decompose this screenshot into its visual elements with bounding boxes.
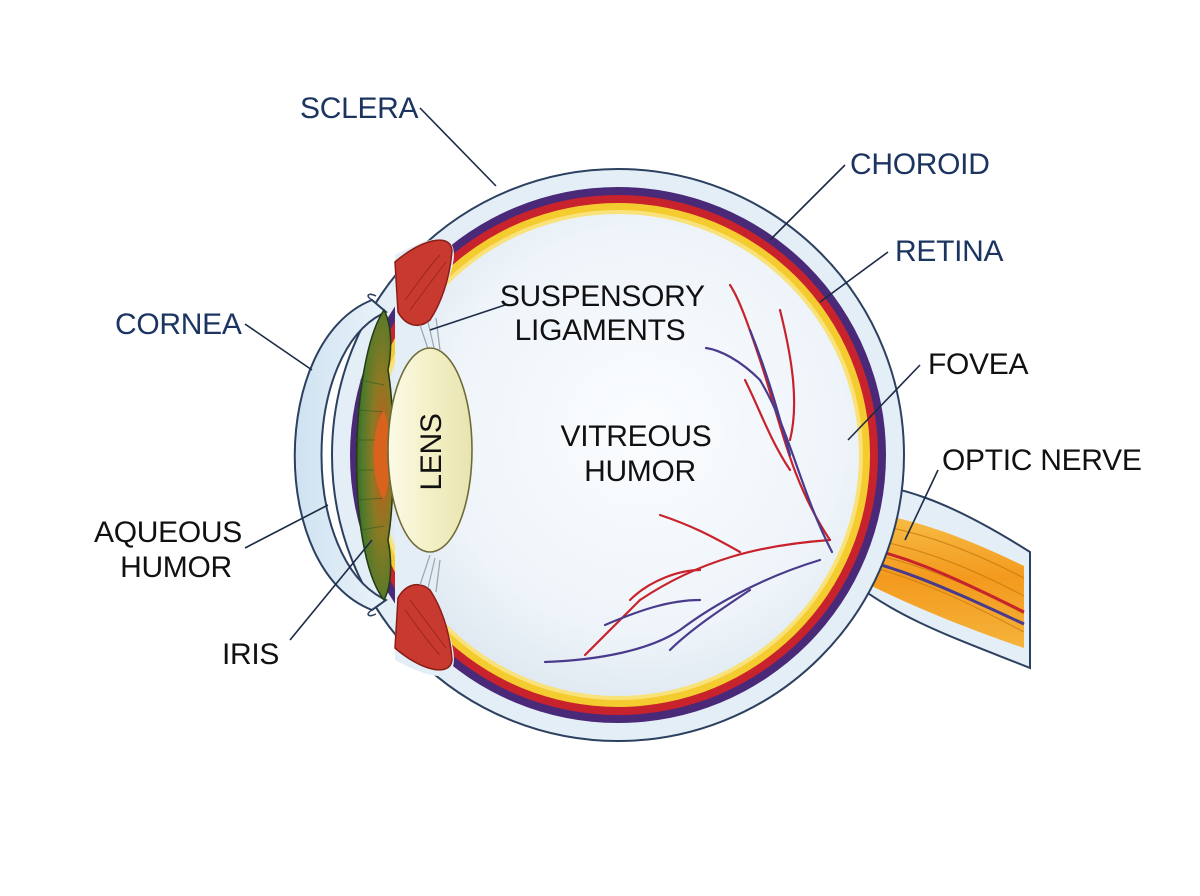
- iris-leader: [289, 539, 373, 641]
- labels: SCLERA CHOROID RETINA CORNEA SUSPENSORY …: [94, 92, 1142, 671]
- aqueous-humor-line-1: AQUEOUS: [94, 516, 242, 549]
- aqueous-humor-label: AQUEOUS HUMOR: [94, 516, 250, 584]
- lens-label: LENS: [415, 413, 448, 490]
- cornea: [293, 293, 388, 617]
- fovea-leader: [847, 364, 921, 441]
- ciliary-body: [394, 239, 453, 671]
- cornea-leader: [244, 323, 313, 371]
- vitreous-humor-line-2: HUMOR: [584, 455, 696, 488]
- iris-label: IRIS: [222, 638, 279, 671]
- suspensory-ligaments-line-2: LIGAMENTS: [515, 314, 686, 347]
- optic-nerve-leader: [904, 469, 939, 541]
- aqueous-humor-line-2: HUMOR: [120, 551, 232, 584]
- retina-layer: [358, 195, 878, 715]
- cornea-label: CORNEA: [115, 308, 242, 341]
- vitreous-humor-line-1: VITREOUS: [560, 420, 711, 453]
- leader-lines: [244, 107, 939, 641]
- suspensory-ligaments-leader: [429, 304, 506, 331]
- vitreous-humor-label: VITREOUS HUMOR: [560, 420, 719, 488]
- pupil-edge: [373, 410, 390, 500]
- blood-vessels: [543, 283, 834, 664]
- retina-leader: [819, 251, 889, 303]
- suspensory-ligaments-line-1: SUSPENSORY: [500, 280, 705, 313]
- optic-nerve-label: OPTIC NERVE: [942, 444, 1142, 477]
- choroid-label: CHOROID: [850, 148, 990, 181]
- lens: [387, 347, 473, 553]
- sclera-label: SCLERA: [300, 92, 419, 125]
- aqueous-humor-leader: [244, 504, 329, 549]
- sclera-leader: [419, 107, 497, 187]
- suspensory-ligaments-label: SUSPENSORY LIGAMENTS: [500, 280, 712, 347]
- retina-label: RETINA: [895, 235, 1004, 268]
- choroid-leader: [769, 164, 846, 241]
- fovea-label: FOVEA: [928, 348, 1028, 381]
